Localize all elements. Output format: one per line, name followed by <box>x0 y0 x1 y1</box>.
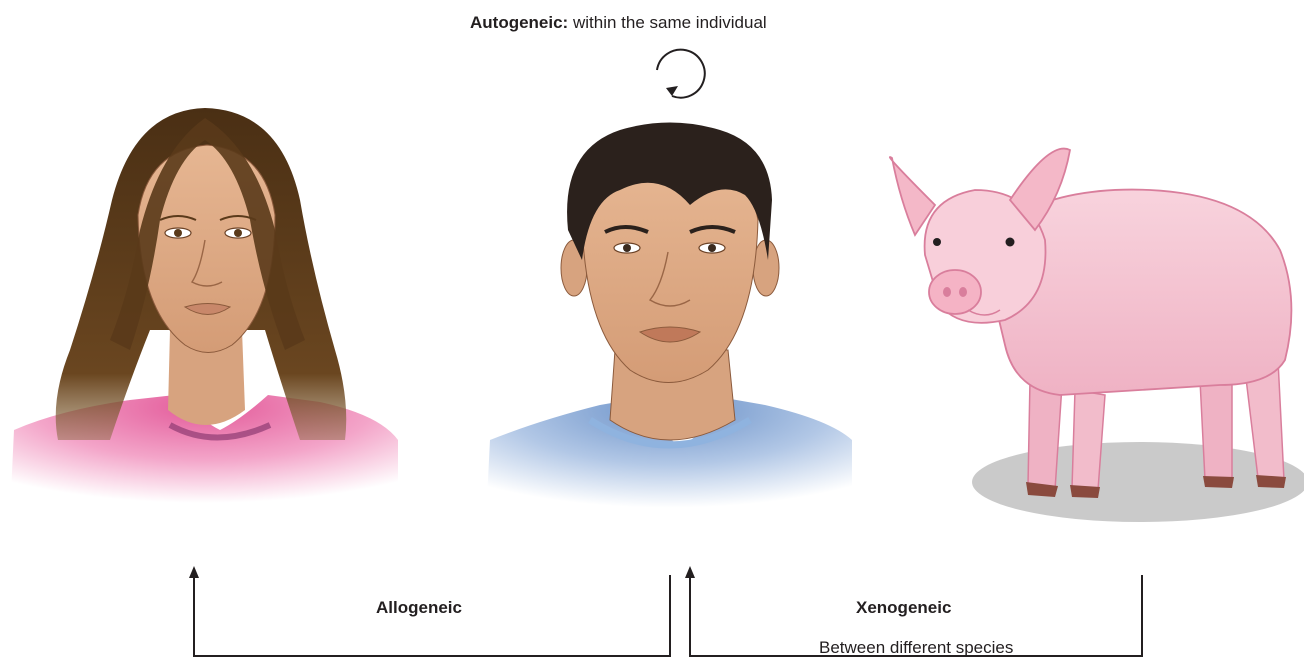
woman-illustration <box>10 108 398 515</box>
autogeneic-arrow <box>657 50 705 98</box>
autogeneic-term: Autogeneic: <box>470 13 568 32</box>
autogeneic-description: within the same individual <box>568 13 766 32</box>
man-illustration <box>486 123 852 521</box>
pig-illustration <box>890 149 1304 522</box>
autogeneic-label: Autogeneic: within the same individual <box>470 13 767 33</box>
xenogeneic-description: Between different species <box>819 638 1013 658</box>
allogeneic-label: Allogeneic <box>376 598 462 618</box>
xenogeneic-label: Xenogeneic <box>856 598 951 618</box>
